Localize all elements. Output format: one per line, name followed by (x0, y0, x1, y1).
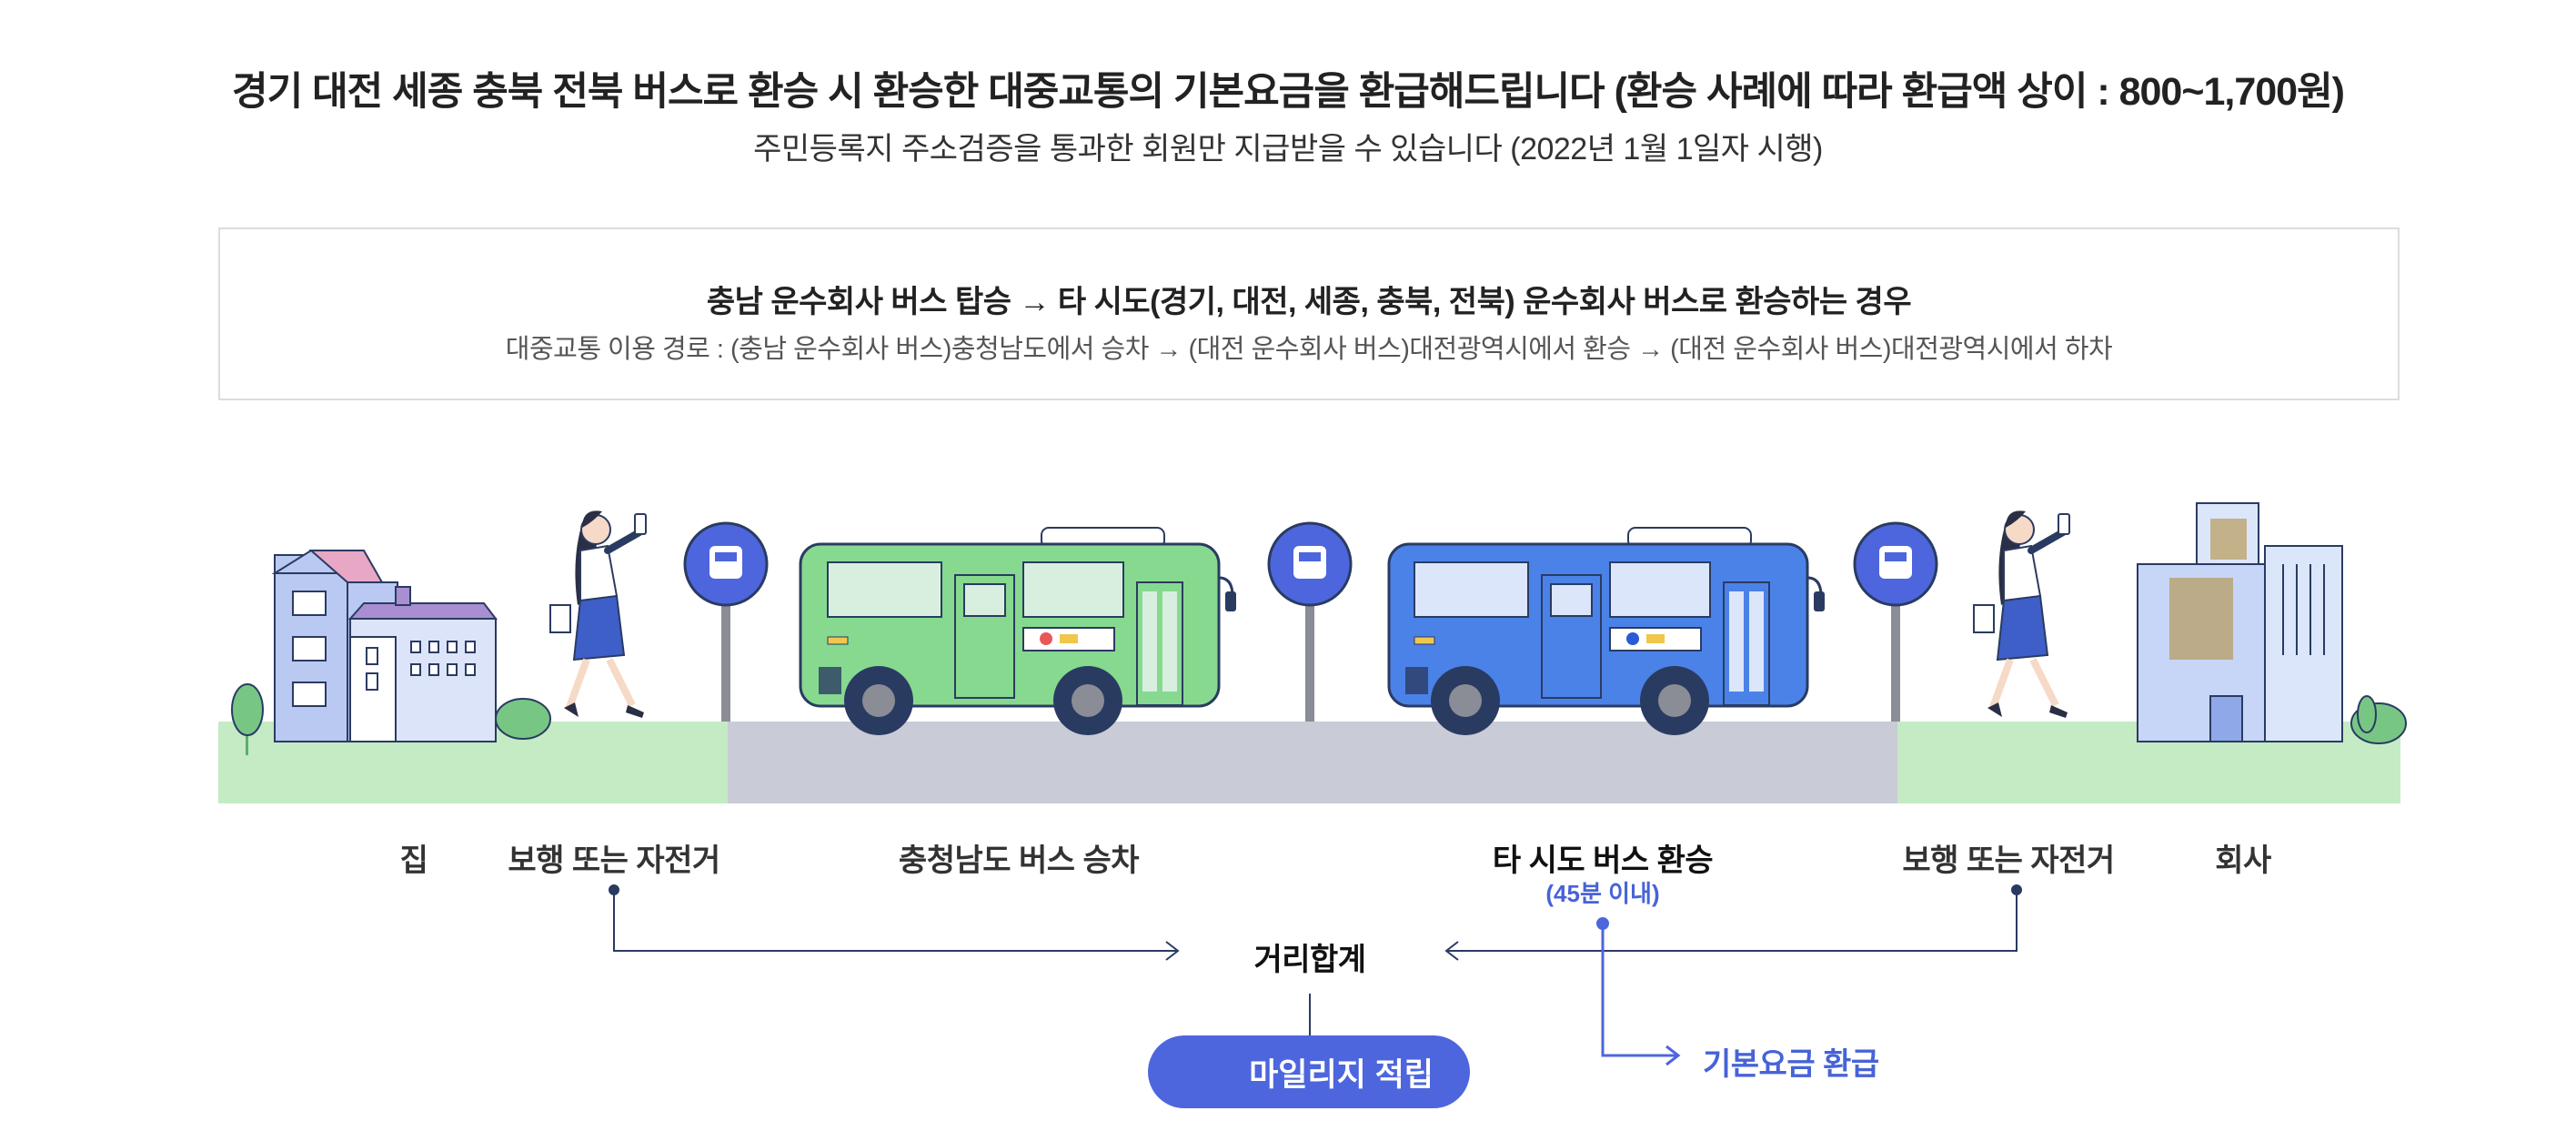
road (728, 722, 1897, 803)
label-walk-right: 보행 또는 자전거 (1902, 843, 2115, 878)
page-subtitle: 주민등록지 주소검증을 통과한 회원만 지급받을 수 있습니다 (2022년 1… (753, 132, 1823, 167)
bus-stop-icon (1853, 521, 1938, 722)
mileage-label: 마일리지 적립 (1249, 1056, 1434, 1093)
info-box-title: 충남 운수회사 버스 탑승 → 타 시도(경기, 대전, 세종, 충북, 전북)… (706, 285, 1912, 319)
refund-flow-line (1596, 917, 1681, 1066)
label-transfer-bus: 타 시도 버스 환승 (1492, 843, 1714, 878)
bus-stop-icon (683, 521, 769, 722)
label-refund: 기본요금 환급 (1703, 1047, 1879, 1082)
label-transfer-note: (45분 이내) (1545, 880, 1660, 907)
woman-walking-icon (1973, 510, 2070, 718)
office-building-icon (2137, 502, 2407, 744)
woman-walking-icon (549, 510, 647, 718)
label-office: 회사 (2215, 843, 2271, 878)
page-title: 경기 대전 세종 충북 전북 버스로 환승 시 환승한 대중교통의 기본요금을 … (232, 70, 2345, 114)
house-icon (271, 549, 551, 742)
label-home: 집 (399, 843, 428, 878)
blue-bus-icon (1387, 527, 1825, 735)
bus-stop-icon (1267, 521, 1353, 722)
label-board-bus: 충청남도 버스 승차 (898, 843, 1140, 878)
label-walk-left: 보행 또는 자전거 (508, 843, 720, 878)
green-bus-icon (799, 527, 1236, 735)
tree-icon (231, 683, 264, 755)
flow-lines (609, 884, 2022, 1035)
phone-icon (2058, 513, 2070, 535)
info-box: 충남 운수회사 버스 탑승 → 타 시도(경기, 대전, 세종, 충북, 전북)… (218, 227, 2400, 400)
phone-icon (634, 513, 647, 535)
info-box-description: 대중교통 이용 경로 : (충남 운수회사 버스)충청남도에서 승차 → (대전… (505, 335, 2113, 364)
label-distance-total: 거리합계 (1253, 943, 1366, 977)
mileage-badge: 마일리지 적립 (1148, 1035, 1470, 1108)
